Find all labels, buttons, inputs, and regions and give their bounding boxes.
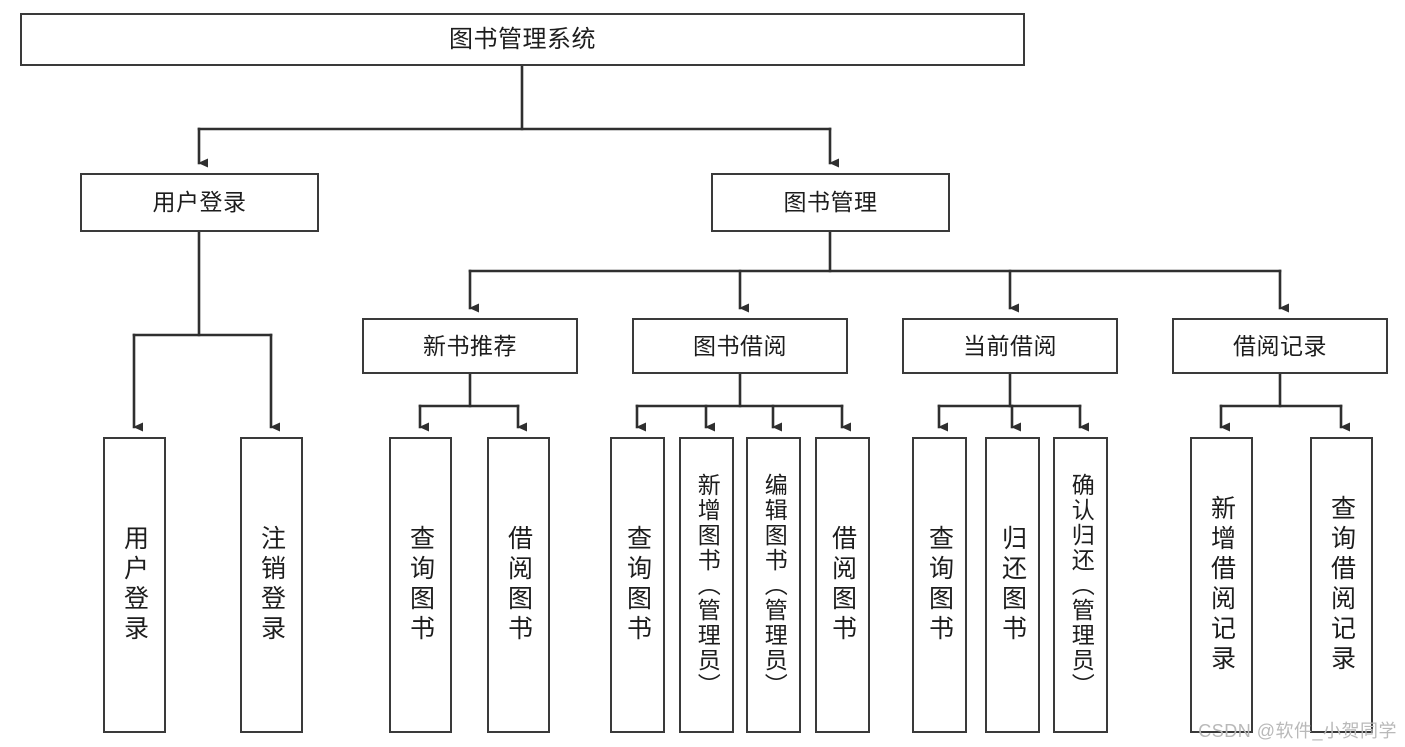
- node-book-borrow[interactable]: 图书借阅: [632, 318, 848, 374]
- node-leaf-bb-edit[interactable]: 编辑图书（管理员）: [746, 437, 801, 733]
- node-book-manage[interactable]: 图书管理: [711, 173, 950, 232]
- node-new-book-rec-label: 新书推荐: [423, 332, 517, 359]
- node-leaf-cb-query-label: 查询图书: [925, 525, 954, 645]
- node-new-book-rec[interactable]: 新书推荐: [362, 318, 578, 374]
- node-leaf-br-query-label: 查询借阅记录: [1327, 495, 1356, 675]
- node-current-borrow-label: 当前借阅: [963, 332, 1057, 359]
- node-leaf-bb-borrow-label: 借阅图书: [828, 525, 857, 645]
- node-leaf-bb-query-label: 查询图书: [623, 525, 652, 645]
- node-leaf-br-add[interactable]: 新增借阅记录: [1190, 437, 1253, 733]
- node-user-login-label: 用户登录: [152, 189, 247, 216]
- node-leaf-user-logout-label: 注销登录: [257, 525, 286, 645]
- node-leaf-cb-confirm-label: 确认归还（管理员）: [1068, 472, 1095, 698]
- node-leaf-cb-confirm[interactable]: 确认归还（管理员）: [1053, 437, 1108, 733]
- node-leaf-user-login[interactable]: 用户登录: [103, 437, 166, 733]
- node-borrow-record-label: 借阅记录: [1233, 332, 1327, 359]
- node-leaf-bb-add-label: 新增图书（管理员）: [694, 472, 721, 698]
- node-leaf-cb-query[interactable]: 查询图书: [912, 437, 967, 733]
- node-book-manage-label: 图书管理: [783, 189, 878, 216]
- node-leaf-bb-query[interactable]: 查询图书: [610, 437, 665, 733]
- node-user-login[interactable]: 用户登录: [80, 173, 319, 232]
- node-leaf-cb-return-label: 归还图书: [998, 525, 1027, 645]
- node-leaf-br-add-label: 新增借阅记录: [1207, 495, 1236, 675]
- node-leaf-bb-edit-label: 编辑图书（管理员）: [761, 472, 788, 698]
- node-leaf-user-logout[interactable]: 注销登录: [240, 437, 303, 733]
- node-leaf-user-login-label: 用户登录: [120, 525, 149, 645]
- node-root[interactable]: 图书管理系统: [20, 13, 1025, 66]
- watermark: CSDN @软件_小贺同学: [1198, 721, 1397, 741]
- node-borrow-record[interactable]: 借阅记录: [1172, 318, 1388, 374]
- node-leaf-br-query[interactable]: 查询借阅记录: [1310, 437, 1373, 733]
- node-book-borrow-label: 图书借阅: [693, 332, 787, 359]
- node-leaf-rec-query-label: 查询图书: [406, 525, 435, 645]
- node-leaf-rec-borrow[interactable]: 借阅图书: [487, 437, 550, 733]
- node-root-label: 图书管理系统: [449, 25, 596, 53]
- node-current-borrow[interactable]: 当前借阅: [902, 318, 1118, 374]
- node-leaf-bb-add[interactable]: 新增图书（管理员）: [679, 437, 734, 733]
- node-leaf-bb-borrow[interactable]: 借阅图书: [815, 437, 870, 733]
- node-leaf-rec-query[interactable]: 查询图书: [389, 437, 452, 733]
- node-leaf-cb-return[interactable]: 归还图书: [985, 437, 1040, 733]
- node-leaf-rec-borrow-label: 借阅图书: [504, 525, 533, 645]
